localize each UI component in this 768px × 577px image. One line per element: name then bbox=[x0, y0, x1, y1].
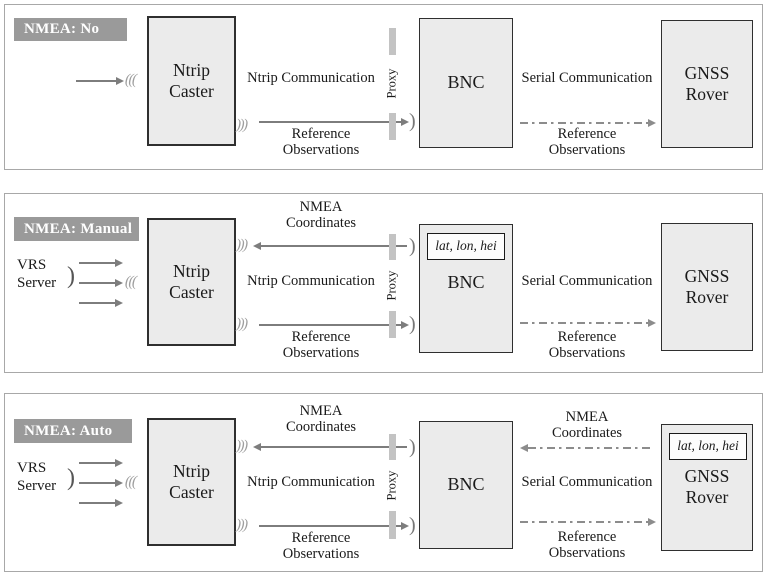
label-serial-communication: Serial Communication bbox=[521, 273, 653, 289]
reference-observations-line bbox=[259, 121, 401, 123]
panel-nmea-no: NMEA: No ((( Ntrip Caster Ntrip Communic… bbox=[4, 4, 763, 170]
coordinates-box: lat, lon, hei bbox=[669, 433, 747, 460]
label-reference-observations: Reference Observations bbox=[548, 329, 626, 361]
label-reference-observations: Reference Observations bbox=[548, 529, 626, 561]
vrs-wave-icon: ) bbox=[67, 465, 75, 491]
arrowhead-right-icon bbox=[115, 479, 123, 487]
label-serial-communication: Serial Communication bbox=[521, 70, 653, 86]
vrs-arrow-line bbox=[79, 282, 117, 284]
vrs-server-label: VRS Server bbox=[17, 257, 57, 291]
label-nmea-coordinates: NMEA Coordinates bbox=[551, 409, 623, 441]
label-reference-observations: Reference Observations bbox=[282, 329, 360, 361]
label-reference-observations: Reference Observations bbox=[282, 126, 360, 158]
coordinates-box: lat, lon, hei bbox=[427, 233, 505, 260]
arrowhead-right-icon bbox=[648, 518, 656, 526]
gnss-rover-box-label: GNSS Rover bbox=[684, 466, 730, 508]
signal-out-icon: ))) bbox=[234, 237, 249, 253]
arrowhead-right-icon bbox=[401, 522, 409, 530]
vrs-arrow-line bbox=[79, 262, 117, 264]
proxy-firewall-bar bbox=[389, 311, 396, 338]
arrowhead-right-icon bbox=[115, 259, 123, 267]
nmea-coordinates-dashdot-line bbox=[528, 447, 652, 449]
signal-out-icon: ))) bbox=[234, 438, 249, 454]
input-arrow-line bbox=[76, 80, 116, 82]
nmea-mode-badge: NMEA: Auto bbox=[14, 419, 132, 443]
label-nmea-coordinates: NMEA Coordinates bbox=[285, 199, 357, 231]
ntrip-caster-box: Ntrip Caster bbox=[147, 418, 236, 546]
label-reference-observations: Reference Observations bbox=[282, 530, 360, 562]
bnc-box: lat, lon, hei BNC bbox=[419, 224, 513, 353]
proxy-firewall-bar bbox=[389, 511, 396, 539]
receive-wave-icon: ) bbox=[409, 514, 416, 536]
signal-in-icon: ((( bbox=[123, 274, 138, 290]
arrowhead-right-icon bbox=[401, 321, 409, 329]
proxy-label: Proxy bbox=[384, 470, 399, 501]
bnc-box: BNC bbox=[419, 18, 513, 148]
nmea-mode-badge: NMEA: No bbox=[14, 18, 127, 41]
vrs-arrow-line bbox=[79, 502, 117, 504]
arrowhead-right-icon bbox=[648, 319, 656, 327]
label-reference-observations: Reference Observations bbox=[548, 126, 626, 158]
label-ntrip-communication: Ntrip Communication bbox=[247, 70, 375, 86]
gnss-rover-box: GNSS Rover bbox=[661, 223, 753, 351]
gnss-rover-box: lat, lon, hei GNSS Rover bbox=[661, 424, 753, 551]
bnc-box: BNC bbox=[419, 421, 513, 549]
reference-observations-dashdot-line bbox=[520, 122, 648, 124]
arrowhead-right-icon bbox=[115, 299, 123, 307]
vrs-arrow-line bbox=[79, 462, 117, 464]
proxy-label: Proxy bbox=[384, 270, 399, 301]
arrowhead-right-icon bbox=[116, 77, 124, 85]
label-nmea-coordinates: NMEA Coordinates bbox=[285, 403, 357, 435]
vrs-arrow-line bbox=[79, 482, 117, 484]
reference-observations-line bbox=[259, 525, 401, 527]
ntrip-caster-box: Ntrip Caster bbox=[147, 218, 236, 346]
signal-in-icon: ((( bbox=[123, 72, 138, 88]
proxy-label: Proxy bbox=[384, 68, 399, 99]
reference-observations-dashdot-line bbox=[520, 322, 648, 324]
receive-wave-icon: ) bbox=[409, 235, 416, 257]
label-ntrip-communication: Ntrip Communication bbox=[247, 474, 375, 490]
arrowhead-left-icon bbox=[520, 444, 528, 452]
panel-nmea-manual: NMEA: Manual VRS Server ) ((( Ntrip Cast… bbox=[4, 193, 763, 373]
receive-wave-icon: ) bbox=[409, 313, 416, 335]
label-serial-communication: Serial Communication bbox=[521, 474, 653, 490]
signal-in-icon: ((( bbox=[123, 474, 138, 490]
arrowhead-right-icon bbox=[648, 119, 656, 127]
vrs-wave-icon: ) bbox=[67, 263, 75, 289]
arrowhead-right-icon bbox=[401, 118, 409, 126]
receive-wave-icon: ) bbox=[409, 110, 416, 132]
nmea-coordinates-line bbox=[261, 245, 407, 247]
proxy-firewall-bar bbox=[389, 234, 396, 260]
arrowhead-left-icon bbox=[253, 242, 261, 250]
proxy-firewall-bar bbox=[389, 28, 396, 55]
gnss-rover-box: GNSS Rover bbox=[661, 20, 753, 148]
proxy-firewall-bar bbox=[389, 434, 396, 460]
panel-nmea-auto: NMEA: Auto VRS Server ) ((( Ntrip Caster… bbox=[4, 393, 763, 572]
vrs-arrow-line bbox=[79, 302, 117, 304]
receive-wave-icon: ) bbox=[409, 436, 416, 458]
bnc-box-label: BNC bbox=[447, 272, 485, 292]
arrowhead-left-icon bbox=[253, 443, 261, 451]
vrs-server-label: VRS Server bbox=[17, 460, 57, 494]
arrowhead-right-icon bbox=[115, 499, 123, 507]
reference-observations-dashdot-line bbox=[520, 521, 648, 523]
reference-observations-line bbox=[259, 324, 401, 326]
label-ntrip-communication: Ntrip Communication bbox=[247, 273, 375, 289]
proxy-firewall-bar bbox=[389, 113, 396, 140]
arrowhead-right-icon bbox=[115, 459, 123, 467]
nmea-mode-badge: NMEA: Manual bbox=[14, 217, 139, 241]
nmea-coordinates-line bbox=[261, 446, 407, 448]
arrowhead-right-icon bbox=[115, 279, 123, 287]
ntrip-caster-box: Ntrip Caster bbox=[147, 16, 236, 146]
